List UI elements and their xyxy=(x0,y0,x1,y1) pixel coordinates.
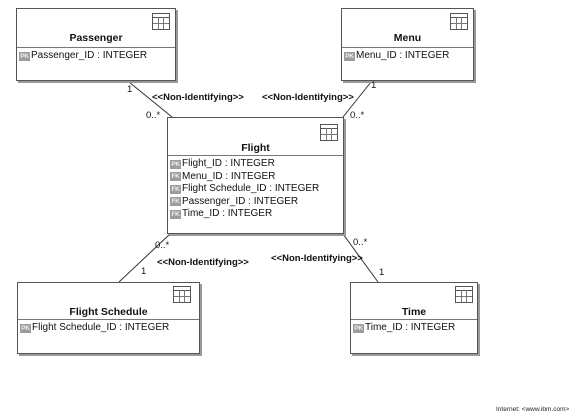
relationship-label-menu-flight: <<Non-Identifying>> xyxy=(262,92,354,103)
entity-title: Menu xyxy=(393,32,422,44)
entity-time[interactable]: Time PK Time_ID : INTEGER xyxy=(350,282,478,354)
attribute-list: PK Time_ID : INTEGER xyxy=(351,320,477,335)
attribute-text: Menu_ID : INTEGER xyxy=(182,170,276,182)
entity-header: Flight xyxy=(168,118,343,156)
key-badge: FK xyxy=(170,184,181,194)
table-icon xyxy=(152,13,170,30)
attribute-row: PK Menu_ID : INTEGER xyxy=(344,50,471,63)
multiplicity-flight-passenger: 0..* xyxy=(146,110,161,121)
key-badge: PK xyxy=(344,51,355,61)
key-badge: FK xyxy=(170,209,181,219)
entity-title: Flight Schedule xyxy=(69,306,148,318)
entity-header: Menu xyxy=(342,9,473,48)
attribute-text: Menu_ID : INTEGER xyxy=(356,50,450,61)
relationship-label-passenger-flight: <<Non-Identifying>> xyxy=(152,92,244,103)
connector-schedule-flight xyxy=(118,233,171,283)
attribute-row: PK Flight_ID : INTEGER xyxy=(170,158,341,171)
attribute-row: FK Flight Schedule_ID : INTEGER xyxy=(170,183,341,196)
connector-time-flight xyxy=(342,233,379,283)
entity-flight[interactable]: Flight PK Flight_ID : INTEGER FK Menu_ID… xyxy=(167,117,344,234)
multiplicity-flight-schedule-side: 0..* xyxy=(155,240,170,251)
table-icon xyxy=(455,286,473,303)
multiplicity-menu: 1 xyxy=(371,80,377,91)
table-icon xyxy=(320,124,338,141)
multiplicity-flight-time: 0..* xyxy=(353,237,368,248)
attribute-list: PK Flight_ID : INTEGER FK Menu_ID : INTE… xyxy=(168,156,343,221)
key-badge: FK xyxy=(170,172,181,182)
attribute-text: Time_ID : INTEGER xyxy=(182,208,273,219)
key-badge: PK xyxy=(19,51,30,61)
table-icon xyxy=(450,13,468,30)
connector-passenger-flight xyxy=(128,81,173,118)
attribute-row: PK Time_ID : INTEGER xyxy=(353,322,475,335)
multiplicity-flight-schedule: 1 xyxy=(141,266,147,277)
attribute-list: PK Passenger_ID : INTEGER xyxy=(17,48,175,63)
entity-passenger[interactable]: Passenger PK Passenger_ID : INTEGER xyxy=(16,8,176,81)
multiplicity-passenger: 1 xyxy=(127,84,133,95)
key-badge: PK xyxy=(20,323,31,333)
connector-menu-flight xyxy=(342,81,372,118)
attribute-text: Flight Schedule_ID : INTEGER xyxy=(32,322,170,333)
entity-title: Passenger xyxy=(69,32,123,44)
key-badge: PK xyxy=(353,323,364,333)
multiplicity-time: 1 xyxy=(379,267,385,278)
attribute-row: PK Flight Schedule_ID : INTEGER xyxy=(20,322,197,335)
attribute-text: Flight_ID : INTEGER xyxy=(182,158,275,169)
attribute-row: FK Time_ID : INTEGER xyxy=(170,208,341,221)
entity-menu[interactable]: Menu PK Menu_ID : INTEGER xyxy=(341,8,474,81)
attribute-text: Passenger_ID : INTEGER xyxy=(182,195,299,207)
entity-header: Passenger xyxy=(17,9,175,48)
relationship-label-time-flight: <<Non-Identifying>> xyxy=(271,253,363,264)
attribute-row: PK Passenger_ID : INTEGER xyxy=(19,50,173,63)
key-badge: FK xyxy=(170,197,181,207)
table-icon xyxy=(173,286,191,303)
key-badge: PK xyxy=(170,159,181,169)
attribute-text: Flight Schedule_ID : INTEGER xyxy=(182,183,320,194)
relationship-label-schedule-flight: <<Non-Identifying>> xyxy=(157,257,249,268)
multiplicity-flight-menu: 0..* xyxy=(350,110,365,121)
entity-header: Time xyxy=(351,283,477,320)
attribute-text: Passenger_ID : INTEGER xyxy=(31,50,148,61)
attribute-text: Time_ID : INTEGER xyxy=(365,322,456,333)
attribute-list: PK Menu_ID : INTEGER xyxy=(342,48,473,63)
source-footer: Internet: <www.ibm.com> xyxy=(496,406,570,413)
entity-header: Flight Schedule xyxy=(18,283,199,320)
attribute-list: PK Flight Schedule_ID : INTEGER xyxy=(18,320,199,335)
entity-title: Flight xyxy=(241,142,270,154)
attribute-row: FK Passenger_ID : INTEGER xyxy=(170,196,341,209)
entity-title: Time xyxy=(401,306,427,318)
entity-flight-schedule[interactable]: Flight Schedule PK Flight Schedule_ID : … xyxy=(17,282,200,354)
attribute-row: FK Menu_ID : INTEGER xyxy=(170,171,341,184)
